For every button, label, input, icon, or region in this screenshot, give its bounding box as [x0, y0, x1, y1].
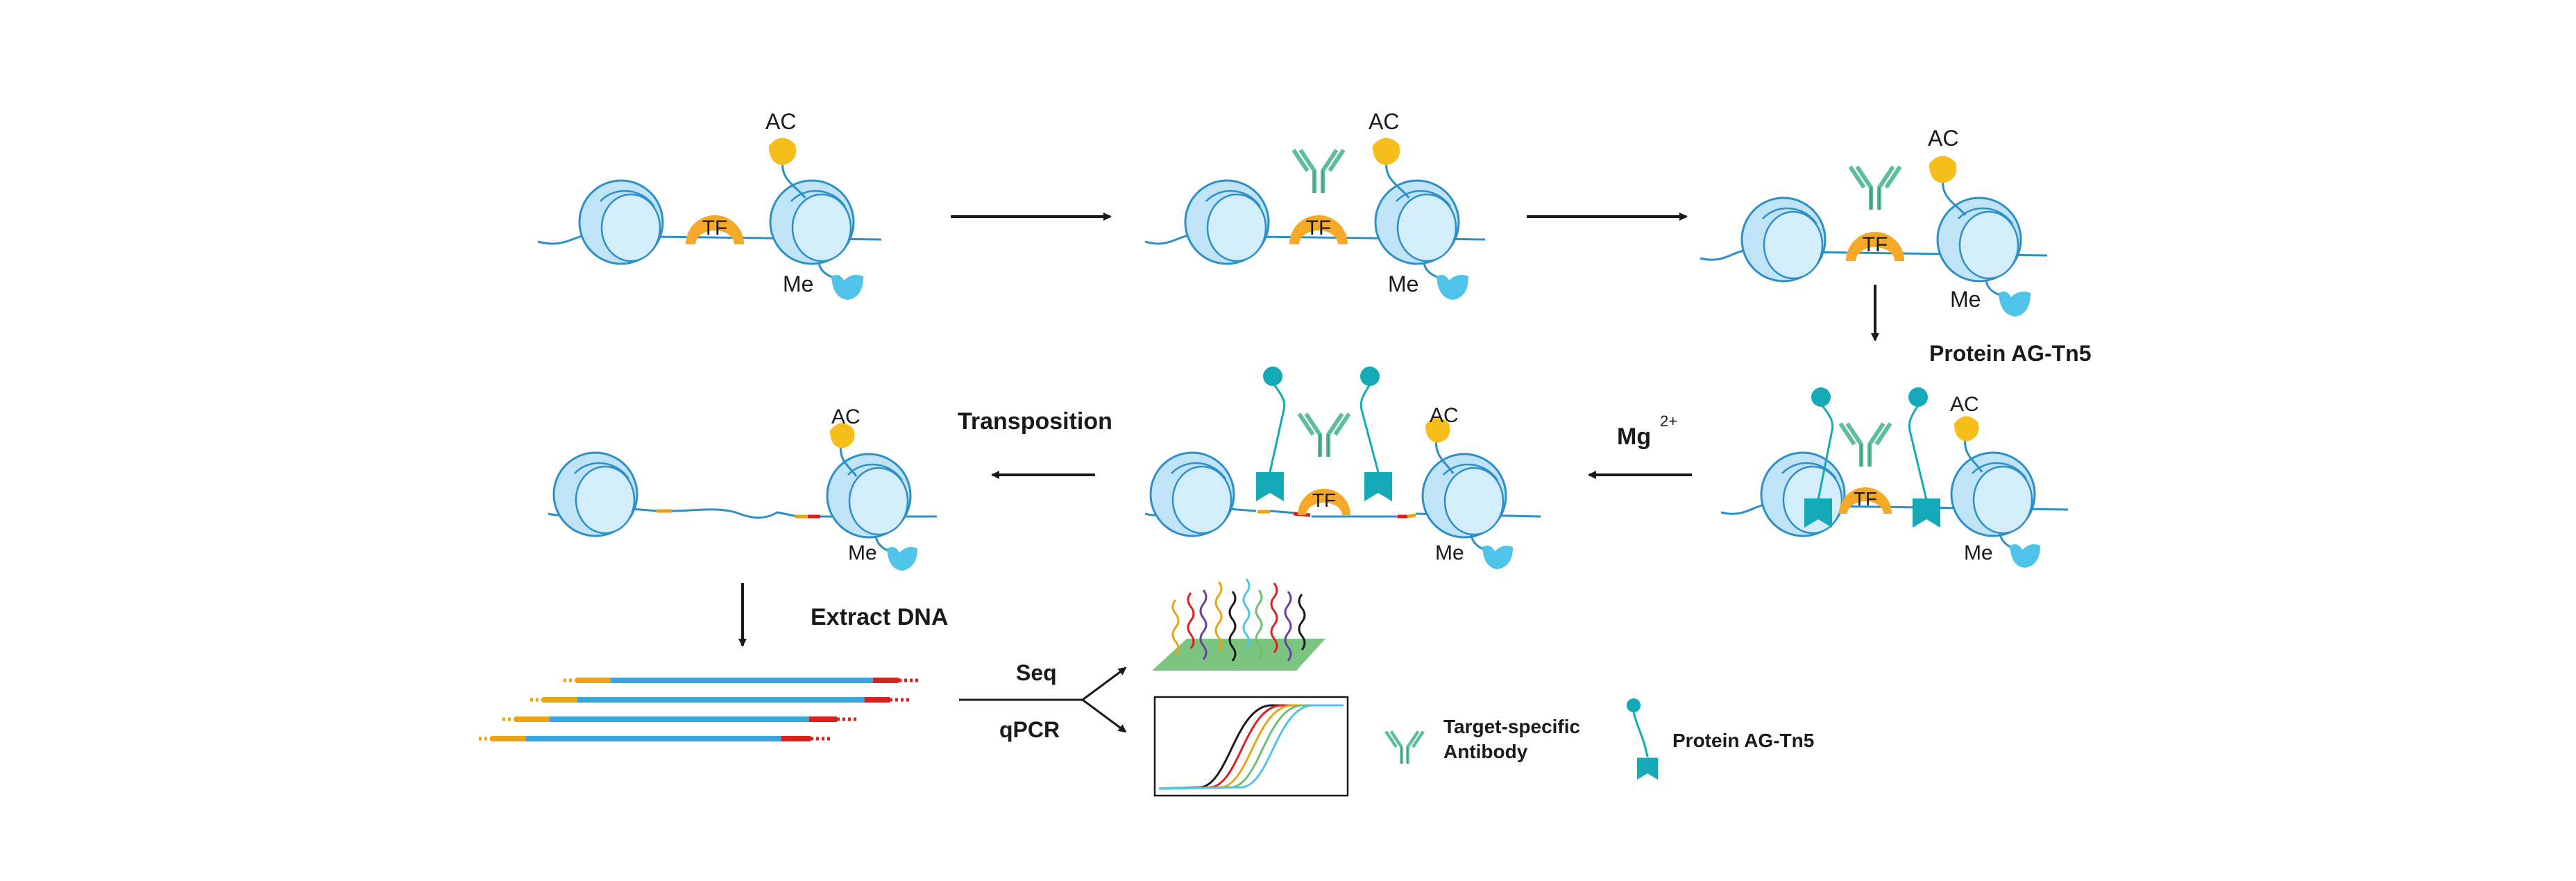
mg-superscript: 2+	[1660, 412, 1677, 430]
tf-label: TF	[1854, 488, 1877, 510]
tn5-icon	[1256, 472, 1284, 501]
flow-cell-icon	[1152, 639, 1325, 671]
panel-5-tagmentation: TF AC Me	[1144, 367, 1541, 569]
sequencing-reads	[1171, 578, 1306, 662]
legend-antibody-line2: Antibody	[1443, 741, 1528, 762]
nucleosome-icon	[1936, 196, 2022, 283]
legend-tn5: Protein AG-Tn5	[1672, 730, 1814, 751]
mg-label: Mg	[1617, 423, 1651, 450]
tn5-head	[1627, 698, 1641, 712]
tf-icon	[1846, 232, 1904, 261]
seq-label: Seq	[1016, 660, 1057, 685]
tf-icon	[1289, 215, 1348, 244]
me-label: Me	[1435, 542, 1464, 564]
panel-3-antibody-bound: TF AC Me	[1700, 126, 2048, 317]
legend: Target-specific Antibody Protein AG-Tn5	[1386, 698, 1814, 780]
me-mark-icon	[831, 275, 863, 300]
ac-mark-icon	[830, 423, 855, 448]
dna-fragment-library	[479, 678, 920, 741]
tn5-head	[1908, 387, 1928, 407]
tf-label: TF	[1863, 233, 1888, 256]
legend-antibody-line1: Target-specific	[1443, 716, 1580, 737]
me-mark-icon	[887, 547, 917, 571]
amplification-curves	[1158, 704, 1344, 790]
tf-icon	[1298, 489, 1350, 515]
tn5-head	[1263, 367, 1282, 386]
ac-mark-icon	[1425, 417, 1450, 443]
ac-label: AC	[831, 405, 861, 428]
sequencing-chip	[1152, 578, 1325, 671]
antibody-icon	[1299, 414, 1349, 457]
me-label: Me	[1388, 271, 1418, 296]
nucleosome-icon	[552, 451, 638, 537]
me-label: Me	[783, 271, 813, 296]
qpcr-label: qPCR	[999, 717, 1060, 742]
antibody-icon	[1840, 423, 1890, 467]
tf-icon	[1839, 487, 1892, 514]
ac-label: AC	[1928, 126, 1958, 151]
arrow-to-seq	[1082, 666, 1127, 701]
tf-icon	[686, 215, 744, 244]
ac-mark-icon	[769, 137, 797, 165]
ac-tether	[1942, 178, 1967, 216]
me-mark-icon	[1482, 546, 1513, 569]
tn5-head	[1811, 387, 1831, 407]
ac-mark-icon	[1929, 156, 1957, 183]
me-mark-icon	[1999, 292, 2031, 317]
ac-tether	[1385, 160, 1410, 199]
nucleosome-icon	[1184, 179, 1270, 265]
ac-mark-icon	[1373, 137, 1400, 165]
panel-4-tn5-binding: TF AC Me	[1720, 387, 2069, 568]
nucleosome-icon	[578, 179, 664, 265]
ac-tether	[1435, 438, 1455, 474]
tn5-tether	[1269, 378, 1286, 473]
antibody-icon	[1294, 150, 1344, 193]
tf-label: TF	[1306, 217, 1332, 240]
transposition-label: Transposition	[958, 408, 1112, 435]
tn5-icon	[1913, 498, 1940, 528]
dna-strand	[671, 508, 799, 519]
tn5-tether	[1359, 378, 1380, 473]
arrow-to-qpcr	[1082, 698, 1127, 733]
nucleosome-icon	[1740, 196, 1827, 283]
tn5-head	[1360, 367, 1380, 386]
antibody-icon	[1850, 167, 1900, 210]
ac-label: AC	[1430, 404, 1459, 427]
ac-label: AC	[1368, 109, 1399, 134]
nucleosome-icon	[769, 179, 855, 265]
panel-6-released-fragments: AC Me	[548, 405, 937, 571]
nucleosome-icon	[1421, 453, 1507, 539]
nucleosome-icon	[826, 453, 912, 539]
qpcr-amplification-plot	[1153, 696, 1349, 797]
ac-label: AC	[1950, 393, 1979, 416]
ac-tether	[1964, 437, 1983, 473]
me-label: Me	[1950, 287, 1981, 312]
me-mark-icon	[1437, 275, 1468, 300]
plot-frame	[1153, 696, 1349, 797]
ac-tether	[781, 160, 806, 199]
cut-site	[1407, 513, 1416, 519]
tn5-tether	[1908, 398, 1928, 501]
nucleosome-icon	[1149, 451, 1235, 537]
tf-label: TF	[1312, 489, 1336, 511]
me-label: Me	[848, 542, 877, 564]
tn5-tether	[1632, 712, 1649, 757]
me-label: Me	[1964, 542, 1993, 564]
readout-branch: Seq qPCR	[959, 660, 1127, 742]
ac-label: AC	[765, 109, 796, 134]
tn5-icon	[1637, 757, 1658, 780]
antibody-icon	[1386, 732, 1423, 764]
nucleosome-icon	[1950, 451, 2036, 537]
panel-2-antibody-binding: TF AC Me	[1144, 109, 1486, 300]
extract-dna-label: Extract DNA	[811, 604, 948, 630]
me-mark-icon	[2010, 544, 2040, 568]
protein-ag-tn5-step-label: Protein AG-Tn5	[1929, 341, 2091, 366]
ac-mark-icon	[1954, 416, 1979, 442]
tn5-icon	[1364, 472, 1392, 501]
panel-1-chromatin: TF AC Me	[537, 109, 882, 300]
nucleosome-icon	[1374, 179, 1460, 265]
tf-label: TF	[702, 217, 728, 240]
